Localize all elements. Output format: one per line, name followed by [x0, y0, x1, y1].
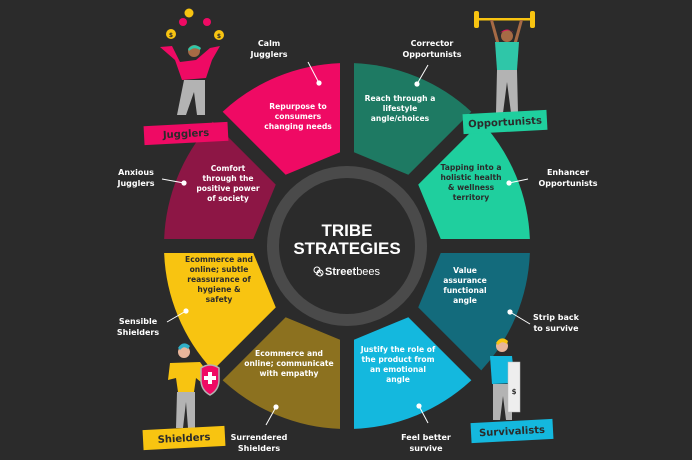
callout-line [418, 405, 429, 424]
segment-enhancer-opportunists [418, 121, 530, 240]
segment-sensible-shielders [164, 252, 276, 371]
callout-line [508, 178, 529, 184]
survivalist-character-icon: $ [490, 338, 521, 420]
svg-text:$: $ [169, 32, 173, 39]
tribe-badge-label: Survivalists [479, 425, 546, 439]
callout-line [509, 311, 531, 325]
callout-line [307, 61, 320, 84]
svg-text:$: $ [217, 33, 221, 40]
segment-feel-better-survive [353, 317, 472, 429]
segment-corrector-opportunists [353, 63, 472, 175]
title-line-2: STRATEGIES [293, 239, 400, 258]
tribe-badge-label: Shielders [157, 432, 210, 446]
svg-text:$: $ [512, 388, 517, 396]
tribe-badge-label: Jugglers [162, 128, 210, 141]
shielder-character-icon [168, 343, 220, 428]
tribe-badge-opportunists: Opportunists [462, 109, 548, 135]
title-line-1: TRIBE [322, 221, 373, 240]
brand-wordmark: Streetbees [325, 266, 381, 278]
callout-dot [416, 403, 422, 409]
bee-icon [313, 266, 324, 277]
center-disc [279, 178, 415, 314]
tribe-badge-survivalists: Survivalists [470, 418, 554, 444]
segment-anxious-jugglers [164, 121, 276, 240]
callout-dot [273, 404, 279, 410]
callout-dot [414, 81, 420, 87]
segment-calm-jugglers [222, 63, 341, 175]
callout-dot [316, 80, 322, 86]
tribe-badge-label: Opportunists [468, 116, 542, 131]
segment-surrendered-shielders [222, 317, 341, 429]
callout-line [161, 178, 185, 184]
callout-line [265, 406, 277, 426]
receipt-icon [507, 361, 521, 413]
callout-dot [506, 180, 512, 186]
callout-dot [507, 309, 513, 315]
juggler-character-icon: $ $ [160, 8, 224, 115]
tribe-badge-shielders: Shielders [142, 425, 226, 451]
callout-dot [181, 180, 187, 186]
weightlifter-character-icon [474, 11, 535, 113]
callout-line [166, 310, 187, 323]
callout-dot [183, 308, 189, 314]
tribe-badge-jugglers: Jugglers [143, 121, 229, 146]
streetbees-logo: Streetbees [313, 266, 381, 278]
callout-line [416, 64, 429, 85]
